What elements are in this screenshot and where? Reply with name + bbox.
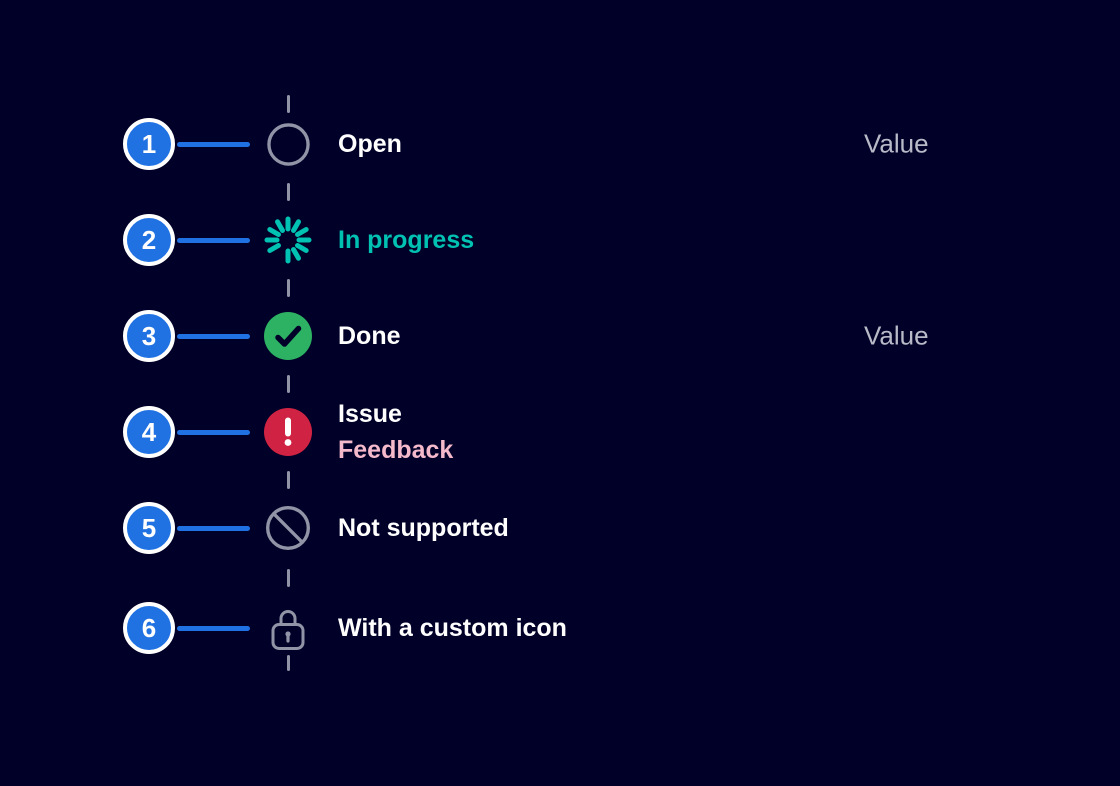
annotation-connector-line [177,141,250,147]
annotation-number-badge: 4 [123,406,175,458]
timeline-connector-dash [287,471,290,489]
annotation-number-badge: 6 [123,602,175,654]
timeline-connector-dash [287,655,290,671]
timeline-item-label: With a custom icon [338,614,567,642]
timeline-item-label: In progress [338,226,475,254]
annotation-number-badge: 3 [123,310,175,362]
timeline-connector-dash [287,95,290,113]
annotation-number-badge: 1 [123,118,175,170]
timeline-item-label: Not supported [338,514,509,542]
timeline-item-label: Open [338,130,402,158]
timeline-connector-dash [287,569,290,587]
annotation-connector-line [177,429,250,435]
annotation-number: 4 [141,416,157,447]
annotation-number: 1 [141,128,157,159]
timeline-item-label: Done [338,322,401,350]
timeline-connector-dash [287,279,290,297]
timeline-item-value: Value [864,320,929,351]
annotation-number: 3 [141,320,157,351]
timeline-connector-dash [287,375,290,393]
annotation-number: 2 [141,224,157,255]
timeline-item-value: Value [864,128,929,159]
timeline-item-label: Issue [338,400,402,428]
annotation-number: 6 [141,612,157,643]
annotation-connector-line [177,237,250,243]
annotation-number-badge: 5 [123,502,175,554]
timeline-connector-dash [287,183,290,201]
annotation-number: 5 [141,512,157,543]
annotation-connector-line [177,525,250,531]
annotation-connector-line [177,625,250,631]
timeline-item-sublabel: Feedback [338,436,454,464]
annotation-number-badge: 2 [123,214,175,266]
annotation-connector-line [177,333,250,339]
